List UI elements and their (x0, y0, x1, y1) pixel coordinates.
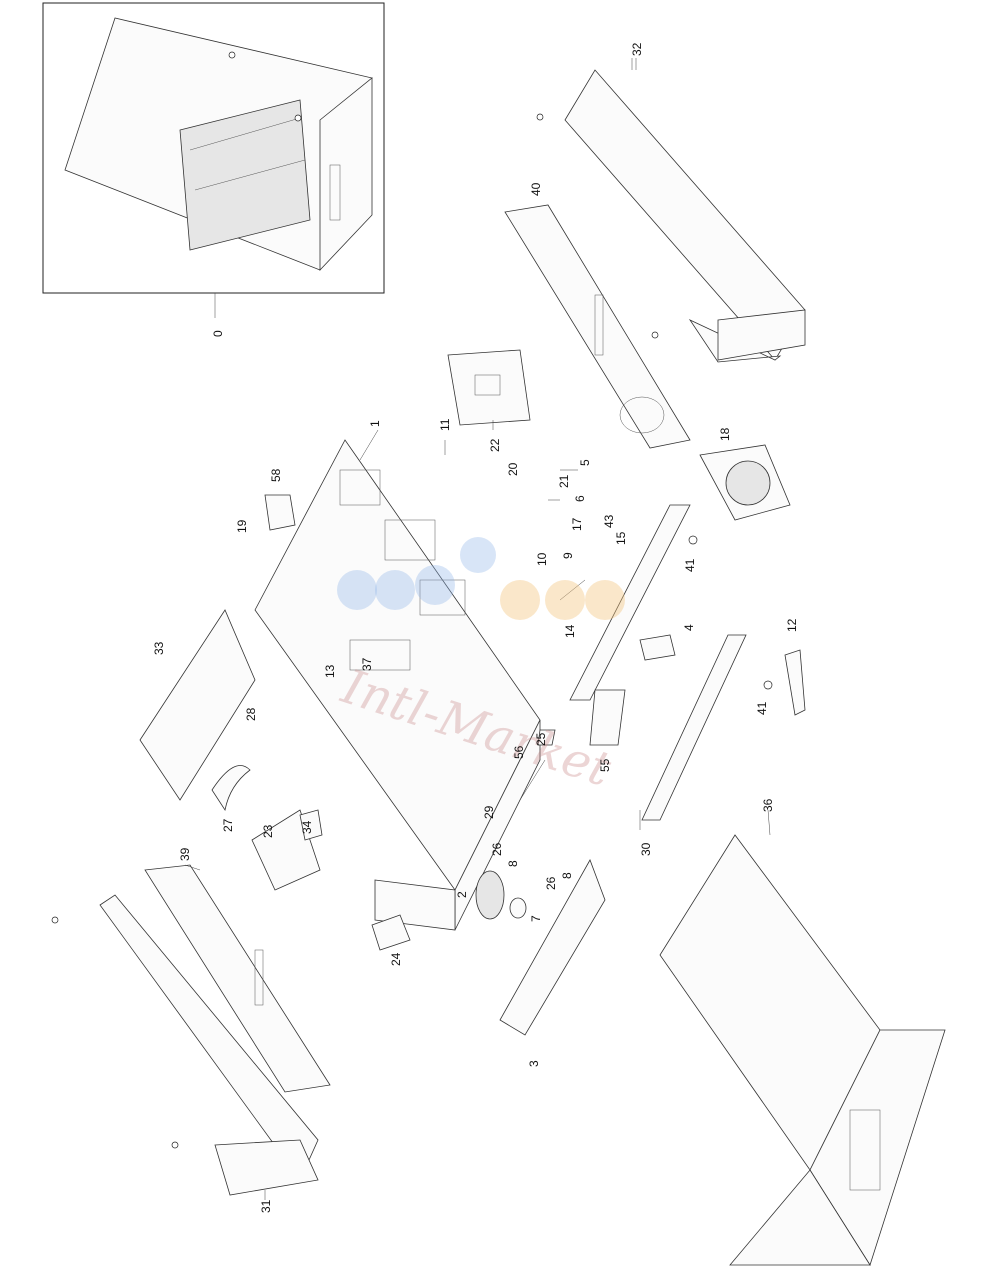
callout-17: 17 (570, 517, 584, 531)
callout-37: 37 (360, 657, 374, 671)
part-55-connector (589, 689, 626, 746)
part-40-plate (504, 204, 691, 449)
part-24-bracket (371, 914, 411, 951)
callout-30: 30 (639, 842, 653, 856)
callout-7: 7 (529, 915, 543, 922)
callout-11: 11 (438, 418, 452, 431)
callout-0: 0 (211, 330, 225, 337)
part-30-rail (641, 634, 747, 821)
part-36-paper-tray (659, 834, 946, 1266)
callout-3: 3 (527, 1060, 541, 1067)
part-32-top-cover (536, 69, 806, 363)
callout-58: 58 (269, 468, 283, 482)
part-18-motor-assembly (699, 444, 791, 521)
part-3-feeder-unit (499, 859, 606, 1036)
part-31-lower-cover (51, 894, 319, 1196)
callout-26a: 26 (490, 842, 504, 856)
callout-18: 18 (718, 427, 732, 441)
callout-32: 32 (630, 42, 644, 56)
part-39-plate (144, 864, 331, 1093)
callout-55: 55 (598, 758, 612, 772)
callout-6: 6 (573, 495, 587, 502)
callout-34: 34 (300, 820, 314, 834)
part-rail-upper (569, 504, 691, 701)
callout-28: 28 (244, 707, 258, 721)
part-22-control-board (447, 349, 531, 426)
callout-8b: 8 (560, 872, 574, 879)
callout-15: 15 (614, 531, 628, 545)
callout-43: 43 (602, 514, 616, 528)
callout-19: 19 (235, 519, 249, 533)
callout-27: 27 (221, 818, 235, 832)
callout-40: 40 (529, 182, 543, 196)
callout-4: 4 (682, 624, 696, 631)
callout-24: 24 (389, 952, 403, 966)
callout-5: 5 (578, 459, 592, 466)
callout-10: 10 (535, 552, 549, 566)
callout-29: 29 (482, 805, 496, 819)
callout-23: 23 (261, 824, 275, 838)
part-33-side-panel (139, 609, 256, 801)
callout-14: 14 (563, 624, 577, 638)
callout-2: 2 (455, 891, 469, 898)
callout-41b: 41 (755, 701, 769, 715)
part-34-bracket (299, 809, 323, 841)
callout-labels: 0 32 40 22 11 1 5 20 21 6 43 17 15 9 10 … (152, 42, 799, 1213)
callout-21: 21 (557, 474, 571, 488)
callout-26b: 26 (544, 876, 558, 890)
part-27-lever (211, 765, 251, 812)
callout-9: 9 (561, 552, 575, 559)
callout-31: 31 (259, 1199, 273, 1213)
callout-1: 1 (368, 420, 382, 427)
part-1-main-frame (254, 439, 541, 931)
part-58-bracket (264, 494, 296, 531)
callout-20: 20 (506, 462, 520, 476)
callout-56: 56 (512, 745, 526, 759)
leader-lines (184, 58, 771, 1200)
callout-36: 36 (761, 798, 775, 812)
assembled-unit-inset (42, 2, 385, 294)
screw-41a (688, 535, 698, 545)
callout-12: 12 (785, 618, 799, 632)
part-4-bracket (639, 634, 676, 661)
part-12-bracket (784, 649, 806, 716)
callout-41a: 41 (683, 558, 697, 572)
part-2-roller (475, 870, 527, 920)
callout-25: 25 (534, 732, 548, 746)
callout-13: 13 (323, 664, 337, 678)
callout-33: 33 (152, 641, 166, 655)
callout-22: 22 (488, 438, 502, 452)
part-56-clip (537, 729, 556, 746)
callout-8a: 8 (506, 860, 520, 867)
callout-39: 39 (178, 847, 192, 861)
screw-41b (763, 680, 773, 690)
